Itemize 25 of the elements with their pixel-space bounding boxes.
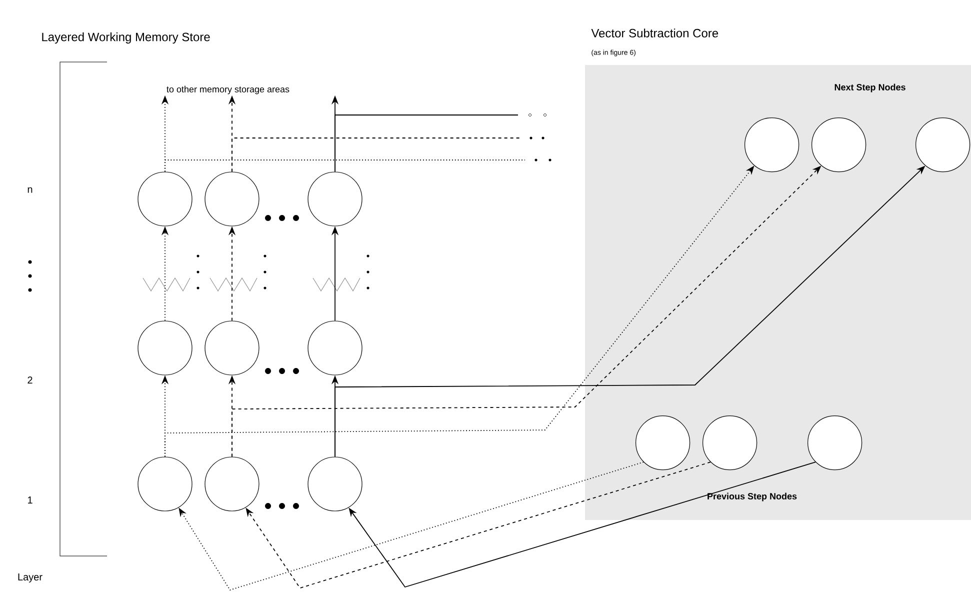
arrow xyxy=(348,462,816,588)
node-circle xyxy=(308,172,362,226)
node-circle xyxy=(744,118,800,172)
node-circle xyxy=(138,172,192,226)
axis-label: Layer xyxy=(18,574,42,582)
node-circle xyxy=(138,320,192,376)
node-circle xyxy=(308,320,362,376)
node-circle xyxy=(916,118,970,172)
node-circle xyxy=(204,172,260,226)
node-circle xyxy=(636,416,690,470)
node-circle xyxy=(808,416,862,470)
panel-heading: Vector Subtraction Core xyxy=(591,28,718,38)
node-circle xyxy=(204,456,260,512)
layer-number: n xyxy=(28,187,32,193)
node-circle xyxy=(138,456,192,512)
section-heading: Layered Working Memory Store xyxy=(42,32,210,44)
destination-label: to other memory storage areas xyxy=(166,86,290,94)
node-circle xyxy=(812,118,866,172)
arrow xyxy=(178,462,644,591)
arrow xyxy=(246,462,711,589)
layer-number: 1 xyxy=(28,496,32,504)
node-circle xyxy=(204,320,260,376)
layer-number: 2 xyxy=(28,376,32,384)
node-circle xyxy=(308,456,362,512)
node-circle xyxy=(702,416,758,470)
